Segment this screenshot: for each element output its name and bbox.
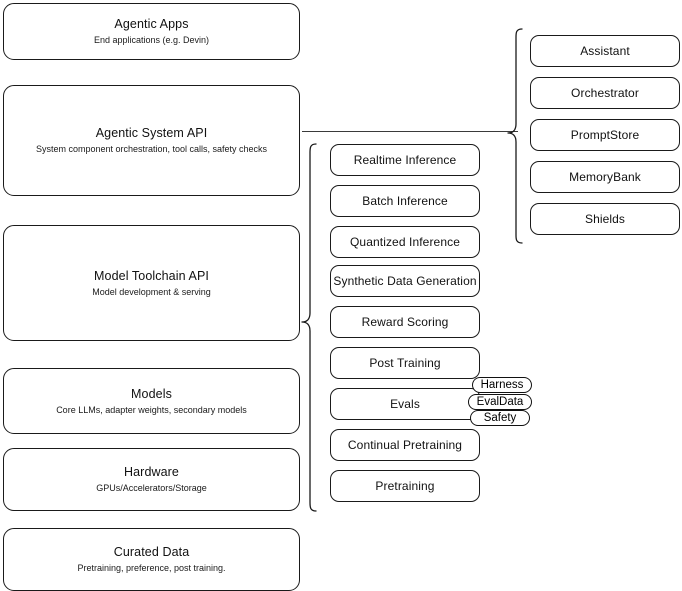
capability-box-pretraining[interactable]: Pretraining <box>330 470 480 502</box>
capability-box-post-training[interactable]: Post Training <box>330 347 480 379</box>
capability-label: Continual Pretraining <box>347 437 463 452</box>
component-label: MemoryBank <box>569 169 641 184</box>
layer-title: Hardware <box>124 465 179 479</box>
capability-label: Quantized Inference <box>350 234 460 249</box>
component-box-promptstore[interactable]: PromptStore <box>530 119 680 151</box>
evals-pill-safety[interactable]: Safety <box>470 410 530 426</box>
layer-title: Model Toolchain API <box>94 268 209 283</box>
capability-label: Synthetic Data Generation <box>333 273 477 288</box>
layer-box-model-toolchain-api[interactable]: Model Toolchain API Model development & … <box>3 225 300 341</box>
component-label: Assistant <box>580 43 630 58</box>
component-label: Shields <box>584 211 626 226</box>
capability-box-continual-pretraining[interactable]: Continual Pretraining <box>330 429 480 461</box>
layer-subtitle: System component orchestration, tool cal… <box>35 144 268 154</box>
capability-label: Post Training <box>369 355 441 370</box>
component-label: PromptStore <box>570 127 640 142</box>
layer-subtitle: Model development & serving <box>92 286 211 297</box>
evals-pill-evaldata[interactable]: EvalData <box>468 394 532 410</box>
capability-box-quantized-inference[interactable]: Quantized Inference <box>330 226 480 258</box>
layer-box-curated-data[interactable]: Curated Data Pretraining, preference, po… <box>3 528 300 591</box>
layer-title: Models <box>131 386 172 401</box>
agentic-system-api-connector-line <box>302 131 518 132</box>
capability-label: Pretraining <box>375 478 435 493</box>
layer-box-agentic-system-api[interactable]: Agentic System API System component orch… <box>3 85 300 196</box>
layer-subtitle: End applications (e.g. Devin) <box>93 35 210 45</box>
capability-label: Realtime Inference <box>353 152 457 167</box>
right-brace <box>506 24 526 252</box>
capability-box-evals[interactable]: Evals <box>330 388 480 420</box>
component-label: Orchestrator <box>571 85 639 100</box>
evals-pill-label: EvalData <box>476 395 524 408</box>
layer-box-hardware[interactable]: Hardware GPUs/Accelerators/Storage <box>3 448 300 511</box>
capability-label: Batch Inference <box>362 193 448 208</box>
layer-box-models[interactable]: Models Core LLMs, adapter weights, secon… <box>3 368 300 434</box>
layer-subtitle: GPUs/Accelerators/Storage <box>96 483 207 493</box>
layer-subtitle: Pretraining, preference, post training. <box>77 563 226 573</box>
layer-title: Agentic Apps <box>114 17 189 31</box>
capability-box-batch-inference[interactable]: Batch Inference <box>330 185 480 217</box>
layer-subtitle: Core LLMs, adapter weights, secondary mo… <box>56 404 247 415</box>
capability-box-synthetic-data-generation[interactable]: Synthetic Data Generation <box>330 265 480 297</box>
component-box-shields[interactable]: Shields <box>530 203 680 235</box>
evals-pill-label: Harness <box>480 378 524 391</box>
component-box-assistant[interactable]: Assistant <box>530 35 680 67</box>
layer-box-agentic-apps[interactable]: Agentic Apps End applications (e.g. Devi… <box>3 3 300 60</box>
capability-box-realtime-inference[interactable]: Realtime Inference <box>330 144 480 176</box>
layer-title: Agentic System API <box>95 126 208 140</box>
component-box-orchestrator[interactable]: Orchestrator <box>530 77 680 109</box>
capability-label: Reward Scoring <box>361 314 449 329</box>
evals-pill-label: Safety <box>483 411 517 424</box>
layer-title: Curated Data <box>113 545 190 559</box>
evals-pill-harness[interactable]: Harness <box>472 377 532 393</box>
middle-brace <box>300 139 320 519</box>
component-box-memorybank[interactable]: MemoryBank <box>530 161 680 193</box>
capability-box-reward-scoring[interactable]: Reward Scoring <box>330 306 480 338</box>
capability-label: Evals <box>390 396 420 411</box>
